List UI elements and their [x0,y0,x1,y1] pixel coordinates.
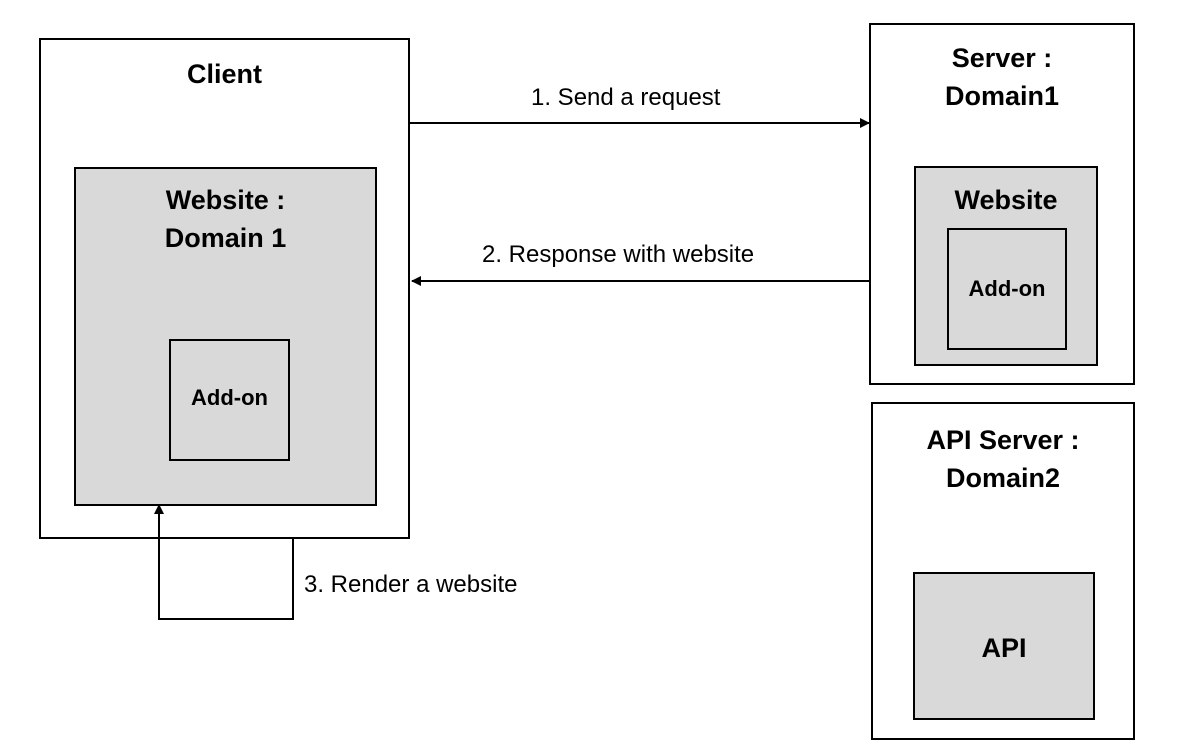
client-box: Client Website : Domain 1 Add-on [39,38,410,539]
response-label: 2. Response with website [482,241,755,268]
server-addon-box: Add-on [947,228,1067,350]
send-request-label: 1. Send a request [531,84,721,111]
server-website-box: Website Add-on [914,166,1098,366]
api-box: API [913,572,1095,720]
server-box: Server : Domain1 Website Add-on [869,23,1135,385]
server-website-title: Website [954,185,1058,215]
server-title: Server : Domain1 [944,43,1060,111]
server-addon-label: Add-on [968,276,1046,301]
client-title: Client [186,59,262,89]
client-website-title: Website : Domain 1 [164,185,287,253]
render-label: 3. Render a website [304,571,518,598]
render-loop-arrow [154,504,294,620]
api-server-box: API Server : Domain2 API [871,402,1135,740]
client-addon-box: Add-on [169,339,290,461]
client-website-box: Website : Domain 1 Add-on [74,167,377,506]
client-addon-label: Add-on [191,385,268,410]
api-server-title: API Server : Domain2 [926,425,1080,493]
api-label: API [981,633,1027,663]
